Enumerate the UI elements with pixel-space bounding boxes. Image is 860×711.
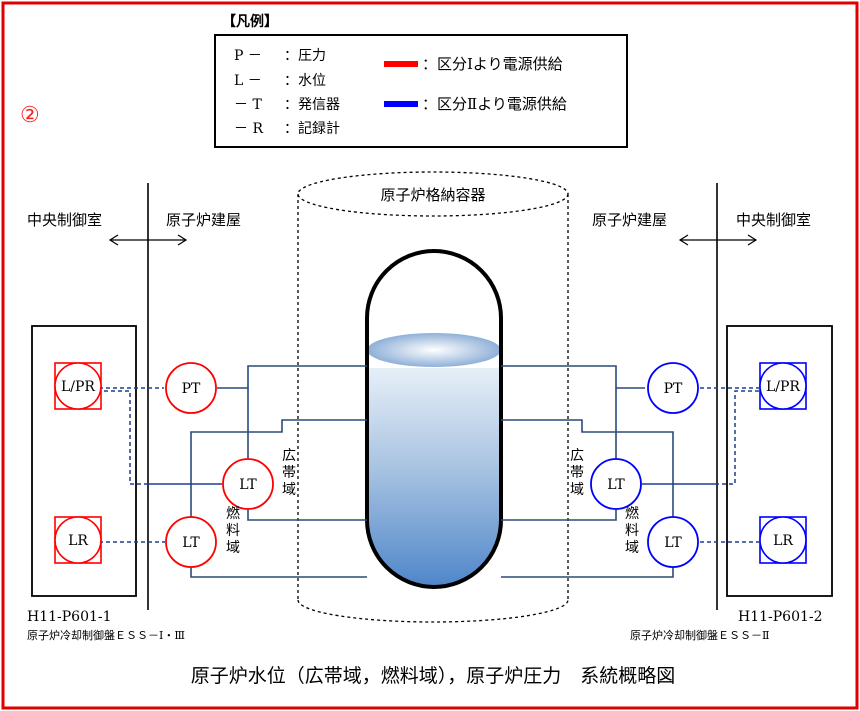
left-range-fuel-label: 燃料域 bbox=[226, 505, 240, 556]
legend: 【凡例】 P － ：圧力 L － ：水位 － T ：発信器 － R ：記録計 ：… bbox=[214, 13, 628, 148]
right-building-label: 原子炉建屋 bbox=[592, 211, 667, 229]
left-panel-name: 原子炉冷却制御盤ＥＳＳ－Ⅰ・Ⅲ bbox=[27, 628, 185, 642]
left-transmitter-pt: PT bbox=[165, 362, 217, 414]
right-transmitter-lt-wide-label: LT bbox=[607, 477, 625, 493]
right-control-panel bbox=[726, 325, 833, 597]
left-recorder-lr: LR bbox=[54, 516, 102, 564]
right-panel-name: 原子炉冷却制御盤ＥＳＳ－Ⅱ bbox=[630, 628, 769, 642]
left-control-panel bbox=[31, 325, 137, 597]
left-recorder-lpr-label: L/PR bbox=[61, 379, 95, 395]
left-transmitter-lt-wide-label: LT bbox=[239, 477, 257, 493]
right-range-fuel-label: 燃料域 bbox=[625, 505, 639, 556]
right-panel-id: H11-P601-2 bbox=[738, 609, 823, 625]
right-recorder-lpr: L/PR bbox=[759, 362, 807, 410]
legend-code-t: － T bbox=[234, 97, 262, 113]
left-room-label: 中央制御室 bbox=[27, 211, 102, 229]
right-transmitter-pt-label: PT bbox=[664, 381, 683, 397]
left-range-wide-label: 広帯域 bbox=[282, 448, 296, 498]
diagram-caption: 原子炉水位（広帯域，燃料域），原子炉圧力 系統概略図 bbox=[191, 665, 676, 687]
left-transmitter-lt-fuel: LT bbox=[165, 516, 217, 568]
left-double-arrow bbox=[108, 234, 188, 246]
legend-code-r: － R bbox=[234, 121, 263, 137]
legend-desc-r: ：記録計 bbox=[284, 120, 340, 137]
right-double-arrow bbox=[678, 234, 758, 246]
right-recorder-lpr-label: L/PR bbox=[766, 379, 800, 395]
left-transmitter-pt-label: PT bbox=[182, 381, 201, 397]
legend-title: 【凡例】 bbox=[222, 13, 278, 30]
right-range-wide-label: 広帯域 bbox=[570, 448, 584, 498]
legend-code-l: L － bbox=[234, 73, 262, 89]
right-recorder-lr-label: LR bbox=[773, 533, 793, 549]
legend-label-division1: ：区分Ⅰより電源供給 bbox=[422, 55, 563, 73]
left-building-label: 原子炉建屋 bbox=[166, 211, 241, 229]
legend-code-p: P － bbox=[234, 48, 262, 64]
right-transmitter-pt: PT bbox=[647, 362, 699, 414]
left-transmitter-lt-fuel-label: LT bbox=[182, 535, 200, 551]
left-transmitter-lt-wide: LT bbox=[222, 458, 274, 510]
right-transmitter-lt-wide: LT bbox=[590, 458, 642, 510]
figure-marker: ② bbox=[20, 103, 40, 128]
right-room-label: 中央制御室 bbox=[736, 211, 811, 229]
right-signal-lines bbox=[642, 387, 759, 543]
containment-vessel bbox=[297, 171, 569, 623]
legend-desc-l: ：水位 bbox=[284, 73, 326, 89]
left-signal-lines bbox=[92, 387, 222, 543]
legend-desc-t: ：発信器 bbox=[284, 97, 340, 113]
left-recorder-lpr: L/PR bbox=[54, 362, 102, 410]
reactor-pressure-vessel bbox=[365, 249, 503, 589]
legend-label-division2: ：区分Ⅱより電源供給 bbox=[422, 95, 567, 113]
left-panel-id: H11-P601-1 bbox=[27, 609, 112, 625]
legend-desc-p: ：圧力 bbox=[284, 48, 326, 64]
left-recorder-lr-label: LR bbox=[68, 533, 88, 549]
containment-label: 原子炉格納容器 bbox=[380, 186, 485, 204]
right-recorder-lr: LR bbox=[759, 516, 807, 564]
right-transmitter-lt-fuel-label: LT bbox=[664, 535, 682, 551]
right-transmitter-lt-fuel: LT bbox=[647, 516, 699, 568]
legend-box bbox=[214, 34, 628, 148]
